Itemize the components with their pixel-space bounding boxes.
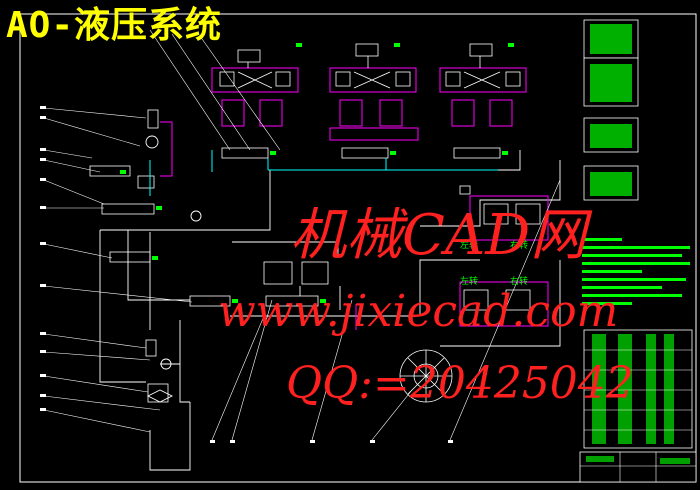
valve-label-1: 左转 [460,239,478,251]
pressure-lines [160,121,549,330]
pilot-lines [149,150,498,196]
pumps-and-gauges [145,135,202,403]
leader-ticks [40,106,453,443]
actuator-labels: 左转 右转 左转 右转 [460,239,528,287]
drawing-title: AO-液压系统 [6,5,223,46]
valve-label-4: 右转 [510,275,528,287]
drawing-border [19,13,697,483]
leader-lines [43,29,561,441]
actuators [459,185,541,311]
watermark-site-name: 机械CAD网 [290,203,587,268]
valve-tags [120,43,514,303]
technical-notes [582,238,690,305]
valve-label-3: 左转 [460,275,478,287]
top-valve-detail [219,43,521,89]
parts-list [583,329,693,449]
watermark-qq: QQ:=20425042 [286,358,634,409]
top-valve-group [211,67,527,141]
valve-label-2: 右转 [510,239,528,251]
title-block [579,451,697,483]
rotary-dial [399,349,453,403]
watermark-url: www.jixiecad.com [218,286,619,337]
parameter-tables [583,19,639,201]
